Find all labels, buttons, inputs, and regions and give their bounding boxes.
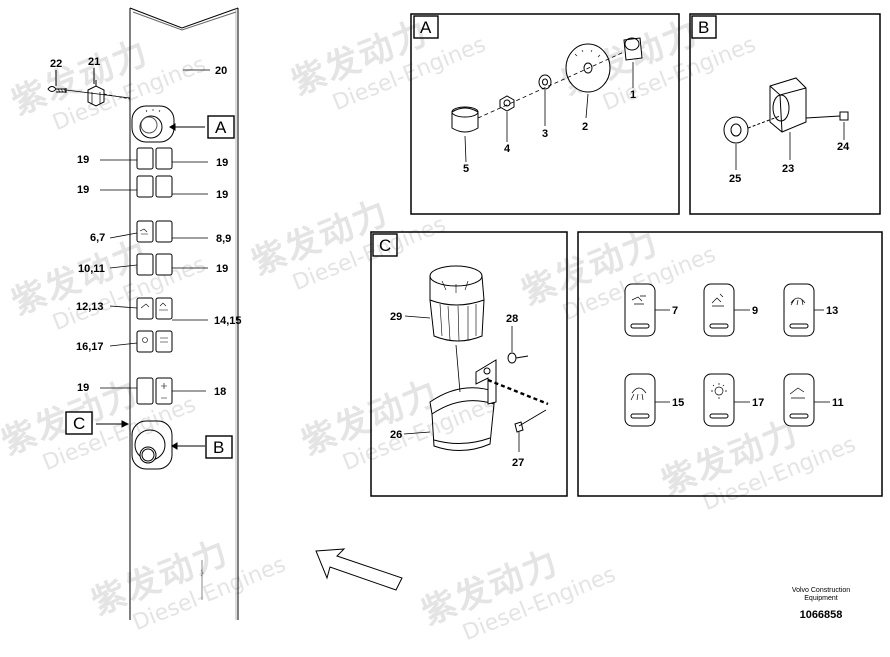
callout-22: 22 xyxy=(50,58,62,70)
switch-details xyxy=(624,283,815,427)
callout-27: 27 xyxy=(512,457,524,469)
detail-box-c xyxy=(370,231,568,497)
knob-assembly-a xyxy=(451,37,643,133)
callout-box-a xyxy=(207,115,235,139)
callout-19: 19 xyxy=(77,184,89,196)
screw-22 xyxy=(47,86,67,93)
callout-16-17: 16,17 xyxy=(76,341,104,353)
panel-strip xyxy=(129,7,239,620)
callout-13: 13 xyxy=(826,305,838,317)
knob-a xyxy=(131,105,175,143)
callout-box-b xyxy=(205,435,233,459)
callout-11: 11 xyxy=(832,397,844,409)
callout-box-c xyxy=(65,411,93,435)
callout-19: 19 xyxy=(216,157,228,169)
knob-assembly-b xyxy=(723,77,849,144)
callout-1: 1 xyxy=(630,89,636,101)
footer-dept: Equipment xyxy=(804,595,838,602)
callout-25: 25 xyxy=(729,173,741,185)
drawing-id: 1066858 xyxy=(799,609,843,621)
detail-box-b-title: B xyxy=(698,18,709,37)
callout-19: 19 xyxy=(216,263,228,275)
callout-18: 18 xyxy=(214,386,226,398)
callout-6-7: 6,7 xyxy=(90,232,105,244)
detail-box-a xyxy=(410,13,680,215)
callout-15: 15 xyxy=(672,397,684,409)
clip-21 xyxy=(87,80,105,107)
detail-box-b xyxy=(689,13,881,215)
callout-28: 28 xyxy=(506,313,518,325)
callout-8-9: 8,9 xyxy=(216,233,231,245)
callout-19: 19 xyxy=(216,189,228,201)
callout-23: 23 xyxy=(782,163,794,175)
switch-grid xyxy=(136,147,173,405)
callout-10-11: 10,11 xyxy=(78,263,105,275)
footer-company-name: Volvo Construction xyxy=(791,587,851,594)
detail-box-b-label xyxy=(691,15,717,39)
callout-19: 19 xyxy=(77,154,89,166)
callout-5: 5 xyxy=(463,163,469,175)
callout-24: 24 xyxy=(837,141,850,153)
callout-7: 7 xyxy=(672,305,678,317)
callout-17: 17 xyxy=(752,397,764,409)
callout-26: 26 xyxy=(390,429,402,441)
callout-9: 9 xyxy=(752,305,758,317)
callout-2: 2 xyxy=(582,121,588,133)
parts-diagram: A B C A B C 22 21 20 19 19 19 19 6,7 8,9… xyxy=(47,7,883,620)
callout-12-13: 12,13 xyxy=(76,301,104,313)
callout-label-b: B xyxy=(213,438,224,457)
callout-14-15: 14,15 xyxy=(214,315,242,327)
detail-box-c-title: C xyxy=(379,236,391,255)
callout-19: 19 xyxy=(77,382,89,394)
knob-b xyxy=(131,420,173,470)
callout-label-c: C xyxy=(73,414,85,433)
callout-label-a: A xyxy=(215,118,227,137)
callout-20: 20 xyxy=(215,65,227,77)
view-arrow xyxy=(315,548,403,591)
detail-box-a-label xyxy=(413,15,439,39)
callout-21: 21 xyxy=(88,56,100,68)
cup-holder-assembly xyxy=(429,265,549,451)
callout-4: 4 xyxy=(504,143,511,155)
callout-3: 3 xyxy=(542,128,548,140)
detail-box-a-title: A xyxy=(420,18,432,37)
detail-box-c-label xyxy=(372,233,398,257)
switch-detail-box xyxy=(577,231,883,497)
callout-29: 29 xyxy=(390,311,402,323)
footer-company: Volvo Construction Equipment xyxy=(766,587,876,603)
